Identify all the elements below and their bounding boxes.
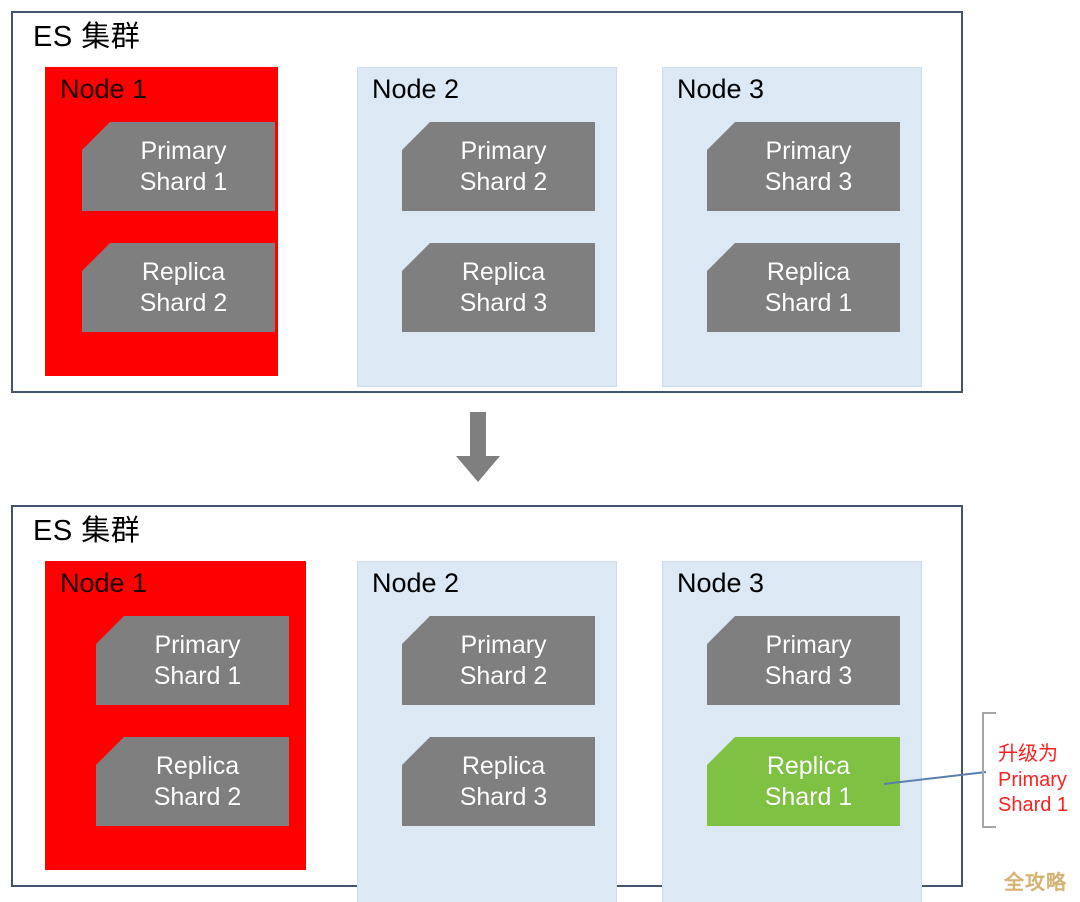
shard-before-n2-s2[interactable]: Replica Shard 3 bbox=[402, 243, 595, 332]
shard-before-n1-s1-line2: Shard 1 bbox=[139, 167, 228, 196]
callout-promotion-note: 升级为 Primary Shard 1 bbox=[998, 742, 1068, 819]
node-before-3[interactable]: Node 3 Primary Shard 3 Replica Shard 1 bbox=[662, 67, 922, 387]
down-arrow-icon bbox=[456, 412, 500, 482]
shard-after-n1-s1-line1: Primary bbox=[154, 631, 241, 659]
shard-before-n3-s2-line1: Replica bbox=[766, 258, 851, 286]
shard-before-n2-s1-line2: Shard 2 bbox=[459, 167, 548, 196]
callout-line-1: 升级为 bbox=[998, 743, 1058, 765]
shard-after-n2-s2[interactable]: Replica Shard 3 bbox=[402, 737, 595, 826]
watermark: 全攻略 bbox=[1004, 872, 1067, 894]
shard-before-n2-s2-line1: Replica bbox=[461, 258, 546, 286]
shard-after-n1-s2[interactable]: Replica Shard 2 bbox=[96, 737, 289, 826]
node-after-3-label: Node 3 bbox=[677, 568, 765, 598]
node-before-1-label: Node 1 bbox=[60, 74, 148, 104]
cluster-after: ES 集群 Node 1 Primary Shard 1 Replica Sha… bbox=[11, 505, 963, 902]
shard-after-n3-s2-line1: Replica bbox=[766, 752, 851, 780]
shard-after-n2-s1-line2: Shard 2 bbox=[459, 661, 548, 690]
node-after-1-label: Node 1 bbox=[60, 568, 148, 598]
shard-before-n3-s1-line2: Shard 3 bbox=[764, 167, 853, 196]
shard-after-n1-s1[interactable]: Primary Shard 1 bbox=[96, 616, 289, 705]
shard-before-n1-s2[interactable]: Replica Shard 2 bbox=[82, 243, 275, 332]
shard-after-n1-s2-line1: Replica bbox=[155, 752, 240, 780]
shard-after-n2-s1-line1: Primary bbox=[460, 631, 547, 659]
node-before-1[interactable]: Node 1 Primary Shard 1 Replica Shard 2 bbox=[45, 67, 278, 376]
node-before-2[interactable]: Node 2 Primary Shard 2 Replica Shard 3 bbox=[357, 67, 617, 387]
shard-after-n1-s1-line2: Shard 1 bbox=[153, 661, 242, 690]
callout-line-2: Primary bbox=[998, 768, 1067, 791]
node-after-3[interactable]: Node 3 Primary Shard 3 Replica Shard 1 bbox=[662, 561, 922, 902]
callout-connector-line bbox=[883, 771, 987, 785]
callout-bracket bbox=[982, 712, 996, 828]
cluster-before-title: ES 集群 bbox=[33, 21, 141, 53]
shard-after-n3-s1[interactable]: Primary Shard 3 bbox=[707, 616, 900, 705]
shard-before-n3-s2[interactable]: Replica Shard 1 bbox=[707, 243, 900, 332]
shard-before-n2-s1-line1: Primary bbox=[460, 137, 547, 165]
node-after-2-label: Node 2 bbox=[372, 568, 460, 598]
cluster-after-title: ES 集群 bbox=[33, 515, 141, 547]
shard-before-n1-s1-line1: Primary bbox=[140, 137, 227, 165]
shard-after-n3-s1-line2: Shard 3 bbox=[764, 661, 853, 690]
shard-before-n2-s1[interactable]: Primary Shard 2 bbox=[402, 122, 595, 211]
shard-before-n1-s2-line2: Shard 2 bbox=[139, 288, 228, 317]
shard-after-n3-s2-line2: Shard 1 bbox=[764, 782, 853, 811]
shard-before-n3-s1[interactable]: Primary Shard 3 bbox=[707, 122, 900, 211]
shard-after-n3-s1-line1: Primary bbox=[765, 631, 852, 659]
node-after-1[interactable]: Node 1 Primary Shard 1 Replica Shard 2 bbox=[45, 561, 306, 870]
shard-before-n3-s1-line1: Primary bbox=[765, 137, 852, 165]
shard-after-n1-s2-line2: Shard 2 bbox=[153, 782, 242, 811]
shard-before-n1-s1[interactable]: Primary Shard 1 bbox=[82, 122, 275, 211]
cluster-before: ES 集群 Node 1 Primary Shard 1 Replica Sha… bbox=[11, 11, 963, 393]
callout-line-3: Shard 1 bbox=[998, 794, 1069, 817]
shard-after-n3-s2-promoted[interactable]: Replica Shard 1 bbox=[707, 737, 900, 826]
node-after-2[interactable]: Node 2 Primary Shard 2 Replica Shard 3 bbox=[357, 561, 617, 902]
shard-after-n2-s1[interactable]: Primary Shard 2 bbox=[402, 616, 595, 705]
shard-before-n1-s2-line1: Replica bbox=[141, 258, 226, 286]
node-before-2-label: Node 2 bbox=[372, 74, 460, 104]
shard-before-n3-s2-line2: Shard 1 bbox=[764, 288, 853, 317]
shard-after-n2-s2-line2: Shard 3 bbox=[459, 782, 548, 811]
shard-after-n2-s2-line1: Replica bbox=[461, 752, 546, 780]
node-before-3-label: Node 3 bbox=[677, 74, 765, 104]
shard-before-n2-s2-line2: Shard 3 bbox=[459, 288, 548, 317]
